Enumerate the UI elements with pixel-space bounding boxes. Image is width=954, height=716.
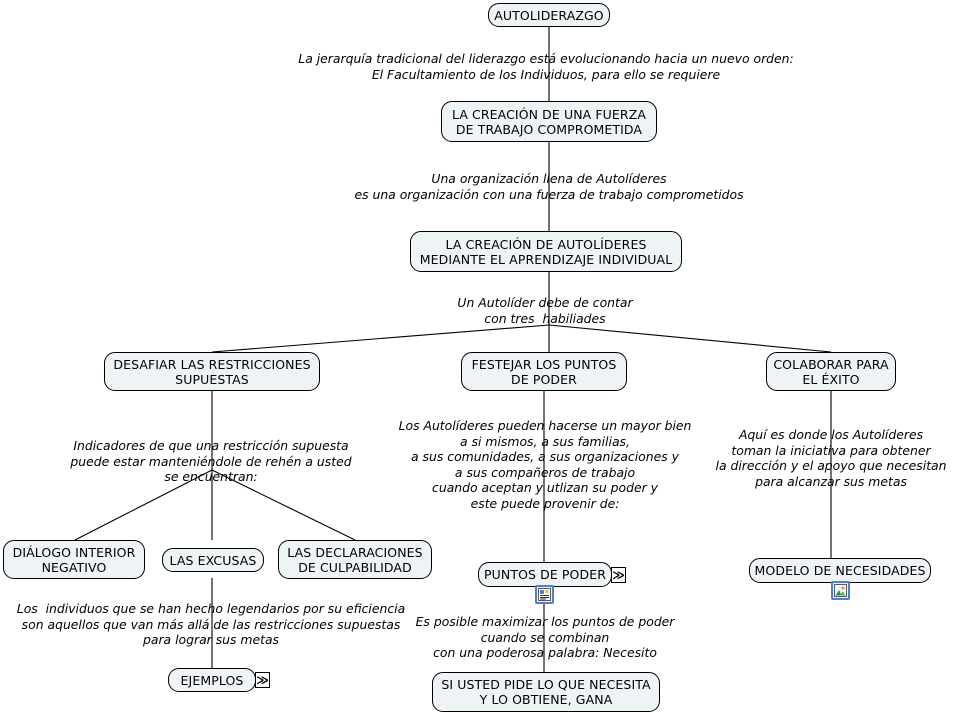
image-icon[interactable] <box>831 581 850 600</box>
node-excusas[interactable]: LAS EXCUSAS <box>162 548 264 572</box>
node-ejemplos[interactable]: EJEMPLOS <box>168 668 256 692</box>
note-mayor-bien: Los Autolíderes pueden hacerse un mayor … <box>398 418 692 511</box>
node-creacion-autolideres[interactable]: LA CREACIÓN DE AUTOLÍDERES MEDIANTE EL A… <box>410 231 682 272</box>
node-si-usted-pide[interactable]: SI USTED PIDE LO QUE NECESITA Y LO OBTIE… <box>432 672 660 712</box>
node-puntos-de-poder[interactable]: PUNTOS DE PODER <box>478 562 612 587</box>
puntos-de-poder-link-badge[interactable]: ≫ <box>611 567 626 583</box>
node-colaborar-exito[interactable]: COLABORAR PARA EL ÉXITO <box>766 352 896 391</box>
note-jerarquia: La jerarquía tradicional del liderazgo e… <box>298 51 794 82</box>
note-indicadores: Indicadores de que una restricción supue… <box>70 438 352 484</box>
ejemplos-link-badge[interactable]: ≫ <box>255 672 270 688</box>
note-maximizar: Es posible maximizar los puntos de poder… <box>415 614 675 660</box>
node-autoliderazgo[interactable]: AUTOLIDERAZGO <box>488 3 610 27</box>
note-legendarios: Los individuos que se han hecho legendar… <box>16 601 406 647</box>
node-declaraciones-culpabilidad[interactable]: LAS DECLARACIONES DE CULPABILIDAD <box>278 540 432 579</box>
note-habilidades: Un Autolíder debe de contar con tres hab… <box>457 295 633 326</box>
image-icon-glyph <box>834 584 847 597</box>
node-modelo-necesidades[interactable]: MODELO DE NECESIDADES <box>749 558 931 583</box>
note-organizacion: Una organización llena de Autolíderes es… <box>354 171 744 202</box>
node-dialogo-interior[interactable]: DIÁLOGO INTERIOR NEGATIVO <box>3 540 145 579</box>
document-icon-glyph <box>538 588 551 601</box>
document-icon[interactable] <box>535 585 554 604</box>
node-festejar-puntos[interactable]: FESTEJAR LOS PUNTOS DE PODER <box>461 352 627 391</box>
node-fuerza-trabajo[interactable]: LA CREACIÓN DE UNA FUERZA DE TRABAJO COM… <box>441 101 657 142</box>
note-aqui-es-donde: Aquí es donde los Autolíderes toman la i… <box>715 427 947 489</box>
node-desafiar-restricciones[interactable]: DESAFIAR LAS RESTRICCIONES SUPUESTAS <box>104 352 320 391</box>
